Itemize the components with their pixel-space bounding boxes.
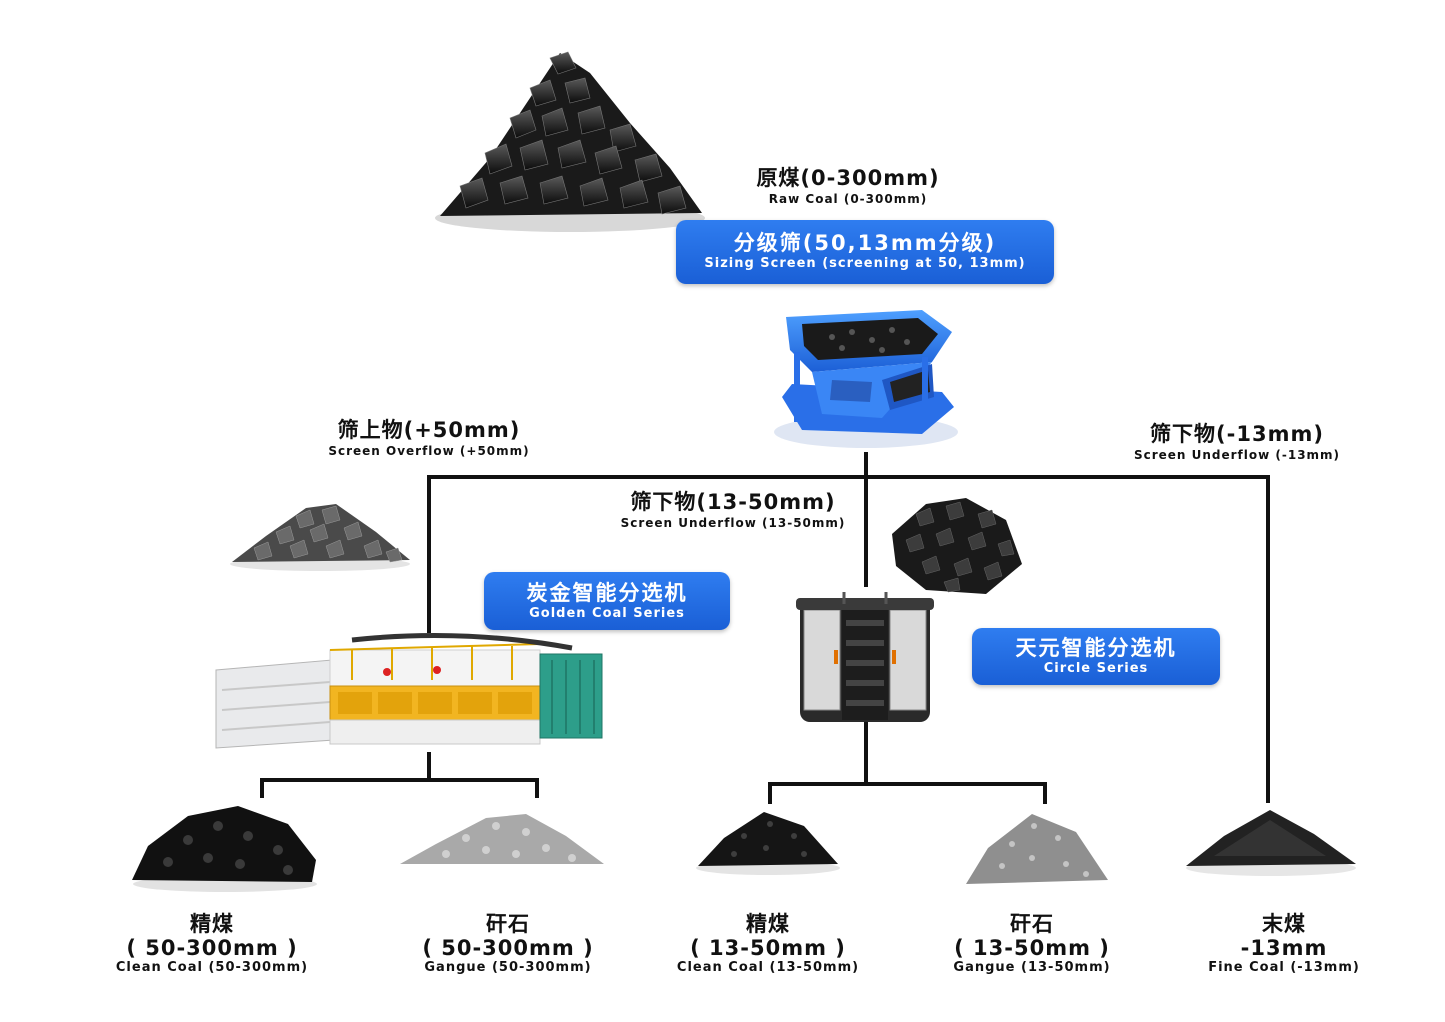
connector-right-down [1266, 475, 1270, 803]
raw-coal-pile-icon [435, 51, 705, 232]
product-5-en: Fine Coal (-13mm) [1208, 960, 1360, 975]
sizing-screen-subtitle: Sizing Screen (screening at 50, 13mm) [704, 256, 1026, 271]
product-1-en: Clean Coal (50-300mm) [115, 960, 309, 975]
underflow-mid-title: 筛下物(13-50mm) [630, 490, 836, 514]
clean-coal-mid-pile-icon [696, 812, 840, 875]
underflow-mid-subtitle: Screen Underflow (13-50mm) [620, 516, 846, 530]
mid-underflow-coal-pile-icon [892, 498, 1022, 594]
connector-circle-left-drop [768, 782, 772, 804]
connector-golden-right-drop [535, 778, 539, 798]
overflow-coal-pile-icon [230, 504, 410, 571]
product-5-size: -13mm [1240, 936, 1328, 960]
connector-golden-left-drop [260, 778, 264, 798]
sizing-screen-title: 分级筛(50,13mm分级) [733, 231, 997, 255]
golden-sorter-machine-icon [215, 633, 603, 749]
product-2-name: 矸石 [486, 912, 530, 936]
circle-sorter-machine-icon [796, 592, 934, 722]
product-4-name: 矸石 [1010, 912, 1054, 936]
product-3-name: 精煤 [746, 912, 790, 936]
connector-golden-horizontal [260, 778, 539, 782]
product-5-name: 末煤 [1262, 912, 1306, 936]
product-2-size: ( 50-300mm ) [422, 936, 594, 960]
golden-series-button[interactable]: 炭金智能分选机 Golden Coal Series [484, 572, 730, 630]
product-4-en: Gangue (13-50mm) [953, 960, 1111, 975]
raw-coal-title: 原煤(0-300mm) [756, 166, 940, 190]
clean-coal-large-pile-icon [132, 806, 317, 892]
gangue-mid-pile-icon [966, 814, 1108, 884]
circle-series-subtitle: Circle Series [1043, 661, 1149, 676]
product-3-size: ( 13-50mm ) [690, 936, 846, 960]
product-1-name: 精煤 [190, 912, 234, 936]
gangue-large-pile-icon [400, 814, 604, 864]
connector-golden-down [427, 752, 431, 780]
fine-coal-pile-icon [1186, 810, 1356, 876]
raw-coal-subtitle: Raw Coal (0-300mm) [768, 192, 928, 206]
product-4-size: ( 13-50mm ) [954, 936, 1110, 960]
connector-circle-horizontal [768, 782, 1047, 786]
overflow-subtitle: Screen Overflow (+50mm) [328, 444, 530, 458]
product-2-en: Gangue (50-300mm) [424, 960, 592, 975]
circle-series-button[interactable]: 天元智能分选机 Circle Series [972, 628, 1220, 685]
sizing-screen-machine-icon [774, 310, 958, 448]
underflow-fine-subtitle: Screen Underflow (-13mm) [1133, 448, 1341, 462]
connector-left-down [427, 475, 431, 633]
golden-series-subtitle: Golden Coal Series [529, 606, 685, 621]
circle-series-title: 天元智能分选机 [1015, 636, 1177, 660]
connector-circle-right-drop [1043, 782, 1047, 804]
connector-circle-down [864, 722, 868, 784]
golden-series-title: 炭金智能分选机 [526, 581, 688, 605]
sizing-screen-button[interactable]: 分级筛(50,13mm分级) Sizing Screen (screening … [676, 220, 1054, 284]
connector-screen-down [864, 452, 868, 587]
connector-top-horizontal [427, 475, 1270, 479]
product-1-size: ( 50-300mm ) [126, 936, 298, 960]
underflow-fine-title: 筛下物(-13mm) [1150, 422, 1324, 446]
overflow-title: 筛上物(+50mm) [337, 418, 521, 442]
product-3-en: Clean Coal (13-50mm) [676, 960, 860, 975]
